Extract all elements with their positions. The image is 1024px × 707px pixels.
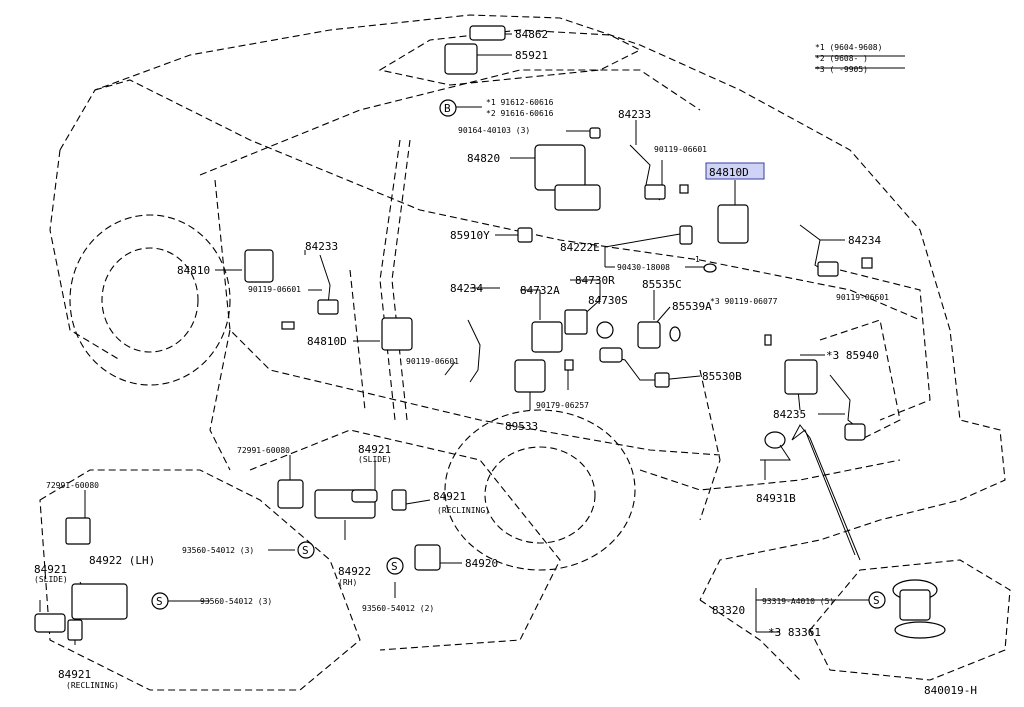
label-84922-lh[interactable]: 84922 (LH) [89, 554, 155, 567]
label-84922-rh-sub: (RH) [338, 578, 357, 587]
label-93560-lower[interactable]: 93560-54012 (2) [362, 604, 434, 613]
label-83320[interactable]: 83320 [712, 604, 745, 617]
fastener-s-symbol-4 [868, 591, 886, 609]
part-84922LH-shape [71, 583, 128, 620]
label-90430[interactable]: 90430-18008 [617, 263, 670, 272]
part-84235-shape [844, 423, 866, 441]
label-90119-lower[interactable]: 90119-06601 [406, 357, 459, 366]
part-84810-shape [244, 249, 274, 283]
label-93560-center[interactable]: 93560-54012 (3) [182, 546, 254, 555]
label-1: 1 [695, 255, 700, 264]
label-84921-slide-left-sub: (SLIDE) [34, 575, 68, 584]
part-85921-shape [444, 43, 478, 75]
fastener-s-symbol-2 [151, 592, 169, 610]
label-84730S[interactable]: 84730S [588, 294, 628, 307]
label-84233-left[interactable]: 84233 [305, 240, 338, 253]
label-93560-left[interactable]: 93560-54012 (3) [200, 597, 272, 606]
fastener-s-symbol-3 [386, 557, 404, 575]
part-85530B-shape [599, 347, 623, 363]
label-90119-top[interactable]: 90119-06601 [654, 145, 707, 154]
label-b2[interactable]: *2 91616-60616 [486, 109, 554, 118]
label-90179[interactable]: 90179-06257 [536, 401, 589, 410]
part-84810D-top-shape [717, 204, 749, 244]
legend-row-2: *2 (9608- ) [815, 54, 868, 63]
symbol-s-3: S [391, 560, 398, 573]
label-84233-top[interactable]: 84233 [618, 108, 651, 121]
label-84730R[interactable]: 84730R [575, 274, 615, 287]
label-85530B[interactable]: 85530B [702, 370, 742, 383]
label-84931B[interactable]: 84931B [756, 492, 796, 505]
label-84922-rh[interactable]: 84922 [338, 565, 371, 578]
part-84862-shape [469, 25, 506, 41]
part-84222E-shape [679, 225, 693, 245]
label-84235[interactable]: 84235 [773, 408, 806, 421]
label-90119-center[interactable]: *3 90119-06077 [710, 297, 778, 306]
symbol-s-1: S [302, 544, 309, 557]
label-84810D-left[interactable]: 84810D [307, 335, 347, 348]
highlight-84810D [705, 162, 765, 180]
label-90119-left[interactable]: 90119-06601 [248, 285, 301, 294]
part-labels: 84862 85921 *1 91612-60616 *2 91616-6061… [34, 28, 977, 697]
label-84862[interactable]: 84862 [515, 28, 548, 41]
label-85910Y[interactable]: 85910Y [450, 229, 490, 242]
part-84730S-shape [596, 321, 614, 339]
label-b1[interactable]: *1 91612-60616 [486, 98, 554, 107]
label-85539A[interactable]: 85539A [672, 300, 712, 313]
symbol-b: B [444, 102, 451, 115]
part-85940-shape [784, 359, 818, 395]
label-84920[interactable]: 84920 [465, 557, 498, 570]
label-85535C[interactable]: 85535C [642, 278, 682, 291]
part-84732A-shape [531, 321, 563, 353]
part-89533-shape [514, 359, 546, 393]
label-84234-right[interactable]: 84234 [848, 234, 881, 247]
part-84920-shape [414, 544, 441, 571]
part-84820-shape [534, 144, 586, 191]
legend-box: *1 (9604-9608) *2 (9608- ) *3 ( -9905) [815, 43, 905, 74]
label-89533[interactable]: 89533 [505, 420, 538, 433]
label-85940[interactable]: *3 85940 [826, 349, 879, 362]
label-85921[interactable]: 85921 [515, 49, 548, 62]
part-72991-shape [277, 479, 304, 509]
fastener-b-symbol [439, 99, 457, 117]
legend-row-3: *3 ( -9905) [815, 65, 868, 74]
label-72991-center[interactable]: 72991-60080 [237, 446, 290, 455]
label-84820[interactable]: 84820 [467, 152, 500, 165]
label-84732A[interactable]: 84732A [520, 284, 560, 297]
symbol-s-4: S [873, 594, 880, 607]
label-84222E[interactable]: 84222E [560, 241, 600, 254]
label-84810D-highlighted[interactable]: 84810D [709, 166, 749, 179]
label-84921-reclining-left-sub: (RECLINING) [66, 681, 119, 690]
part-85535C-shape [637, 321, 661, 349]
part-85910Y-shape [517, 227, 533, 243]
symbol-s-2: S [156, 595, 163, 608]
label-83361[interactable]: *3 83361 [768, 626, 821, 639]
leader-lines [39, 33, 870, 645]
label-84921-reclining-center[interactable]: 84921 [433, 490, 466, 503]
label-84810[interactable]: 84810 [177, 264, 210, 277]
part-84810D-shape [381, 317, 413, 351]
part-84730R-shape [564, 309, 588, 335]
label-84921-slide-center[interactable]: 84921 [358, 443, 391, 456]
label-84921-slide-center-sub: (SLIDE) [358, 455, 392, 464]
components [34, 25, 946, 641]
label-72991-left[interactable]: 72991-60080 [46, 481, 99, 490]
label-84234-center[interactable]: 84234 [450, 282, 483, 295]
legend-row-1: *1 (9604-9608) [815, 43, 882, 52]
label-84921-reclining-left[interactable]: 84921 [58, 668, 91, 681]
fastener-s-symbol-1 [297, 541, 315, 559]
diagram-id: 840019-H [924, 684, 977, 697]
label-90119-right[interactable]: 90119-06601 [836, 293, 889, 302]
label-90164[interactable]: 90164-40103 (3) [458, 126, 530, 135]
label-93319[interactable]: 93319-A4010 (5) [762, 597, 834, 606]
vehicle-outline [39, 14, 1011, 691]
label-84921-reclining-center-sub: (RECLINING) [437, 506, 490, 515]
label-84921-slide-left[interactable]: 84921 [34, 563, 67, 576]
